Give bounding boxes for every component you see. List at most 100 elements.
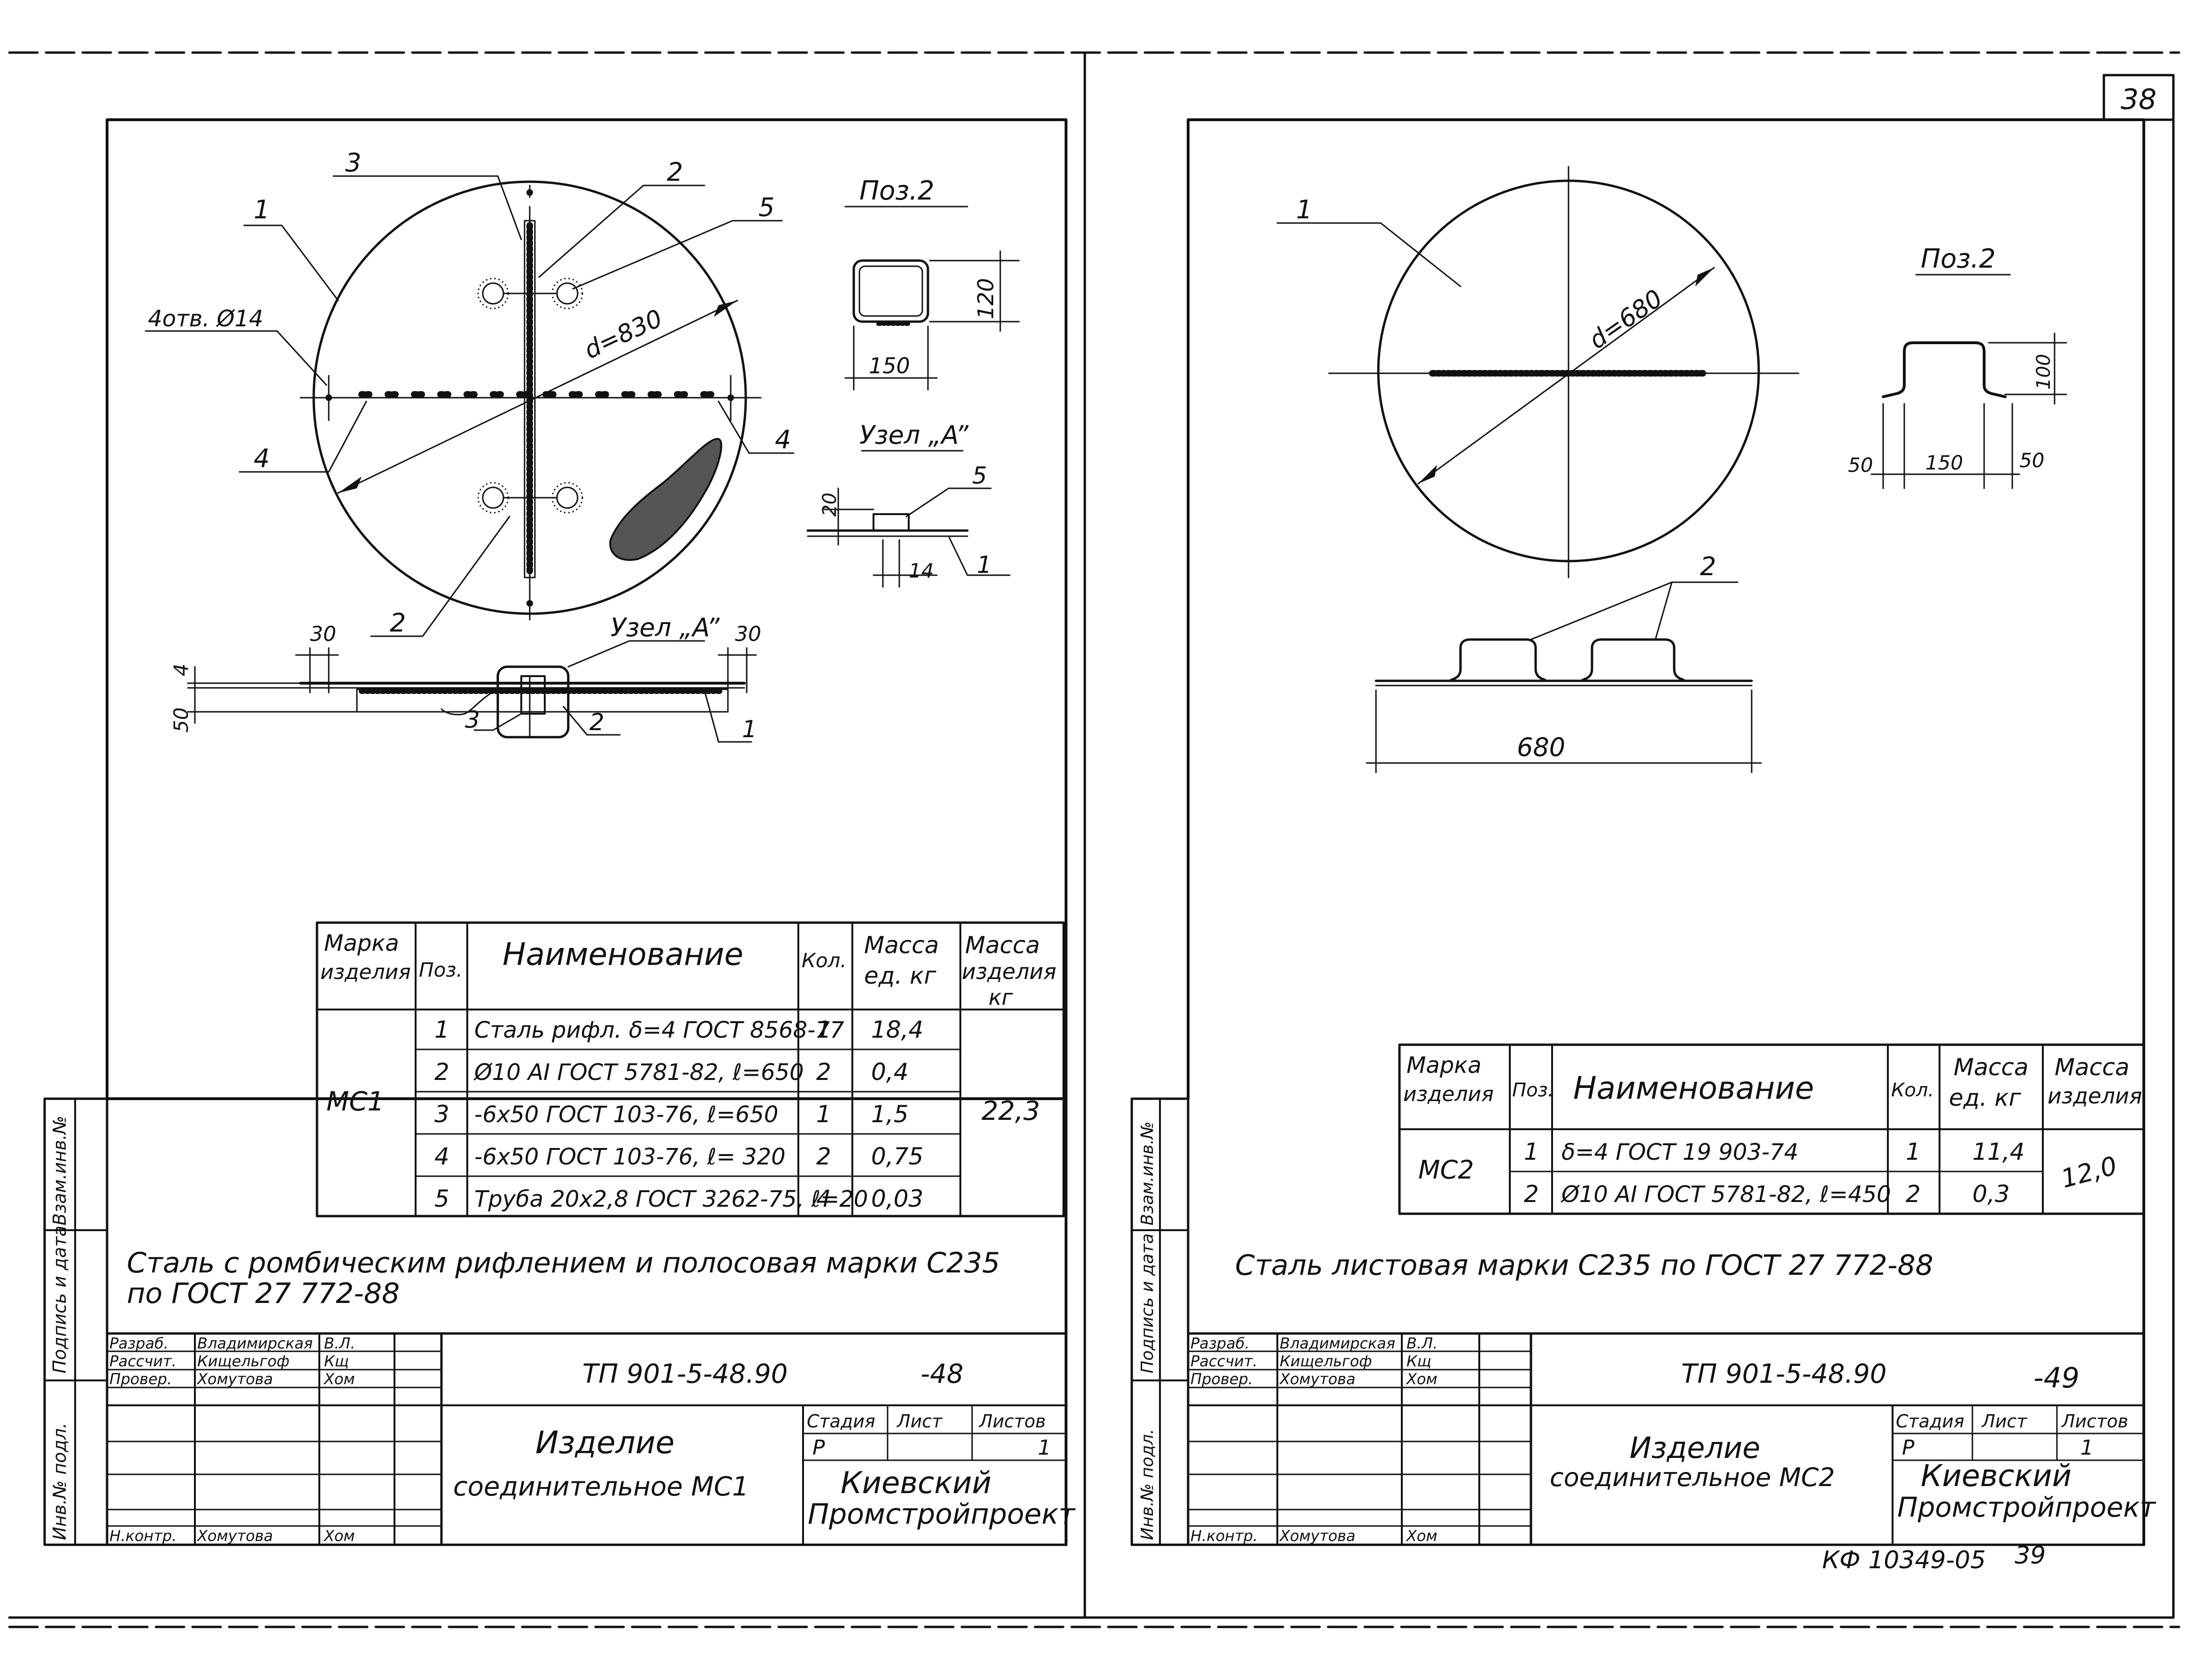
left-poz2-dim-h: 120 [973,278,998,319]
right-tb-name-2: Кищельгоф [1280,1352,1372,1370]
archive-stamp: КФ 10349-05 [1822,1546,1986,1574]
left-sec-lead-1: 1 [742,716,757,743]
right-lead-1: 1 [1296,195,1312,224]
left-side-vzam: Взам.инв.№ [49,1116,70,1225]
page-number: 38 [2121,83,2156,116]
right-spec-h-mass-item-1: Масса [2055,1054,2129,1081]
left-note-1: Сталь с ромбическим рифлением и полосова… [127,1247,1000,1279]
right-tb-sign-2: Кщ [1406,1352,1431,1370]
spec-row-name: δ=4 ГОСТ 19 903-74 [1561,1139,1798,1165]
left-lead-4-left: 4 [254,444,270,473]
spec-row-qty: 4 [816,1185,831,1212]
right-spec-h-pos: Поз. [1512,1079,1554,1101]
right-spec-h-mark-2: изделия [1403,1082,1494,1106]
left-tb-sign-2: Кщ [324,1352,349,1370]
spec-row-mass: 0,03 [871,1185,923,1212]
left-spec-h-mass-item-3: кг [989,985,1013,1010]
right-sec-lead-2: 2 [1700,552,1716,581]
left-tb-name-1: Владимирская [197,1334,313,1352]
right-poz2-dim-h: 100 [2033,354,2055,390]
right-side-vzam: Взам.инв.№ [1138,1121,1157,1225]
left-uzel-lead-5: 5 [972,462,987,489]
left-tb-title-1: Изделие [535,1425,674,1461]
spec-row-mass: 11,4 [1972,1138,2025,1165]
right-tb-name-1: Владимирская [1280,1334,1395,1352]
left-sec-lead-3: 3 [465,706,480,733]
left-spec-table [316,921,1065,1218]
right-tb-role-1: Разраб. [1190,1334,1250,1352]
left-uzel-dim-14: 14 [909,559,934,582]
right-tb-role-2: Рассчит. [1190,1352,1258,1370]
left-poz2-title: Поз.2 [859,176,935,206]
left-sec-dim-50: 50 [170,708,193,732]
left-note-2: по ГОСТ 27 772-88 [127,1277,400,1310]
left-lead-1: 1 [254,195,270,224]
left-tb-stage: Р [812,1436,825,1460]
left-title-block [106,1332,1067,1546]
spec-row-qty: 2 [816,1058,831,1086]
left-tb-name-3: Хомутова [196,1370,273,1388]
right-tb-sheet-id: -49 [2033,1362,2079,1395]
left-tb-nkontr-name: Хомутова [196,1527,273,1545]
left-plan-view [145,175,795,637]
left-uzel-lead-1: 1 [977,551,992,578]
left-tb-name-2: Кищельгоф [197,1352,289,1370]
right-title-block [1187,1332,2145,1546]
right-tb-nkontr-sign: Хом [1406,1527,1437,1545]
right-spec-h-name: Наименование [1573,1070,1814,1106]
left-lead-3: 3 [345,148,361,177]
right-poz2-dim-50l: 50 [1848,454,1873,477]
spec-row-pos: 1 [434,1016,449,1043]
archive-stamp-page: 39 [2015,1541,2046,1570]
left-tb-sign-1: В.Л. [324,1334,355,1352]
spec-row-qty: 1 [816,1016,831,1043]
left-spec-h-mark-2: изделия [320,960,411,984]
left-uzel-dim-20: 20 [819,493,841,516]
left-lead-4-right: 4 [775,425,791,455]
left-tb-code: ТП 901-5-48.90 [582,1359,788,1389]
left-poz2-detail [844,206,1020,391]
left-tb-sheet-h: Лист [896,1411,943,1432]
right-spec-h-mark-1: Марка [1406,1052,1482,1079]
spec-row-name: Ø10 AI ГОСТ 5781-82, ℓ=650 [473,1059,804,1086]
left-tb-role-3: Провер. [109,1370,172,1388]
right-spec-mark: МС2 [1418,1155,1474,1185]
spec-row-pos: 5 [434,1185,449,1212]
right-tb-stage-h: Стадия [1896,1411,1964,1432]
left-spec-mark: МС1 [326,1087,384,1117]
spec-row-pos: 1 [1524,1138,1539,1165]
spec-row-mass: 0,75 [871,1143,923,1170]
right-spec-h-mass-unit-1: Масса [1954,1054,2028,1081]
left-spec-h-mass-item-1: Масса [965,932,1040,959]
right-side-inv: Инв.№ подл. [1138,1429,1157,1540]
spec-row-mass: 0,4 [871,1058,909,1086]
left-tb-title-2: соединительное МС1 [453,1472,749,1502]
right-sec-dim-680: 680 [1517,732,1565,762]
right-spec-h-mass-item-2: изделия [2048,1083,2142,1109]
spec-row-mass: 18,4 [871,1016,923,1043]
spec-row-qty: 1 [816,1101,831,1128]
right-poz2-dim-150: 150 [1925,451,1963,474]
spec-row-pos: 2 [1524,1180,1539,1208]
left-spec-h-mark-1: Марка [324,930,399,956]
spec-row-qty: 2 [816,1143,831,1170]
left-spec-h-mass-unit-2: ед. кг [864,962,936,989]
left-tb-sheets-h: Листов [978,1411,1046,1432]
right-tb-name-3: Хомутова [1279,1370,1355,1388]
left-holes-label: 4отв. Ø14 [148,306,263,332]
right-tb-title-1: Изделие [1630,1431,1760,1465]
left-spec-h-name: Наименование [502,936,743,972]
left-spec-h-qty: Кол. [802,949,847,972]
spec-row-name: Сталь рифл. δ=4 ГОСТ 8568-77 [474,1017,844,1043]
right-tb-org-1: Киевский [1921,1459,2071,1494]
right-tb-sheets: 1 [2080,1436,2094,1460]
spec-row-name: -6x50 ГОСТ 103-76, ℓ=650 [474,1102,778,1128]
right-tb-sign-1: В.Л. [1406,1334,1437,1352]
left-sec-lead-2: 2 [589,709,604,736]
right-spec-h-mass-unit-2: ед. кг [1949,1084,2021,1111]
left-tb-stage-h: Стадия [807,1411,875,1432]
right-side-sign: Подпись и дата [1138,1233,1157,1373]
